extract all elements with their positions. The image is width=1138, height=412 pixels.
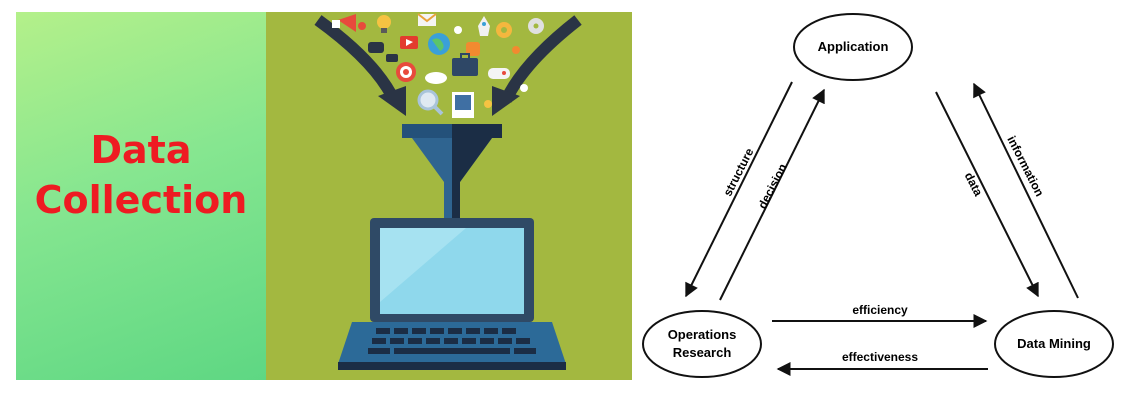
node-operations-research-line2: Research — [673, 345, 732, 360]
lightbulb-icon — [377, 15, 391, 33]
briefcase-icon — [452, 53, 478, 76]
mail-icon — [417, 13, 437, 26]
edge-data — [935, 91, 1039, 298]
edge-structure — [685, 81, 793, 298]
edge-information — [973, 82, 1079, 299]
video-icon — [400, 36, 418, 49]
node-application: Application — [793, 13, 913, 81]
gear-icon — [496, 22, 512, 38]
edge-decision-label: decision — [755, 161, 790, 211]
triangle-diagram: Application Operations Research Data Min… — [632, 0, 1138, 407]
target-icon — [396, 62, 416, 82]
cd-icon — [528, 18, 544, 34]
photo-icon — [452, 92, 474, 118]
chat-icon — [368, 42, 398, 62]
megaphone-icon — [332, 14, 356, 32]
data-funnel-illustration — [266, 12, 632, 380]
magnifier-icon — [417, 89, 444, 116]
globe-icon — [428, 33, 450, 55]
funnel — [402, 124, 502, 218]
keyboard — [368, 328, 536, 354]
dot-icons — [358, 22, 528, 108]
edge-effectiveness-label: effectiveness — [842, 350, 918, 364]
edge-data-label: data — [962, 170, 986, 199]
cloud-icon — [425, 72, 447, 84]
node-operations-research-line1: Operations — [668, 327, 737, 342]
data-collection-panel: Data Collection — [16, 12, 266, 380]
title-line-1: Data — [90, 128, 192, 172]
node-data-mining-label: Data Mining — [1017, 336, 1091, 351]
node-operations-research: Operations Research — [642, 310, 762, 378]
edge-decision — [719, 88, 825, 301]
left-curved-arrow — [314, 15, 406, 116]
rocket-icon — [478, 16, 490, 36]
music-icon — [466, 42, 480, 56]
node-data-mining: Data Mining — [994, 310, 1114, 378]
node-application-label: Application — [818, 39, 889, 54]
diagram-svg: Application Operations Research Data Min… — [642, 13, 1114, 378]
right-curved-arrow — [492, 15, 582, 116]
illustration-svg — [314, 13, 582, 370]
title-line-2: Collection — [34, 178, 248, 222]
laptop — [338, 218, 566, 370]
edge-efficiency-label: efficiency — [852, 303, 908, 317]
gamepad-icon — [488, 68, 510, 79]
